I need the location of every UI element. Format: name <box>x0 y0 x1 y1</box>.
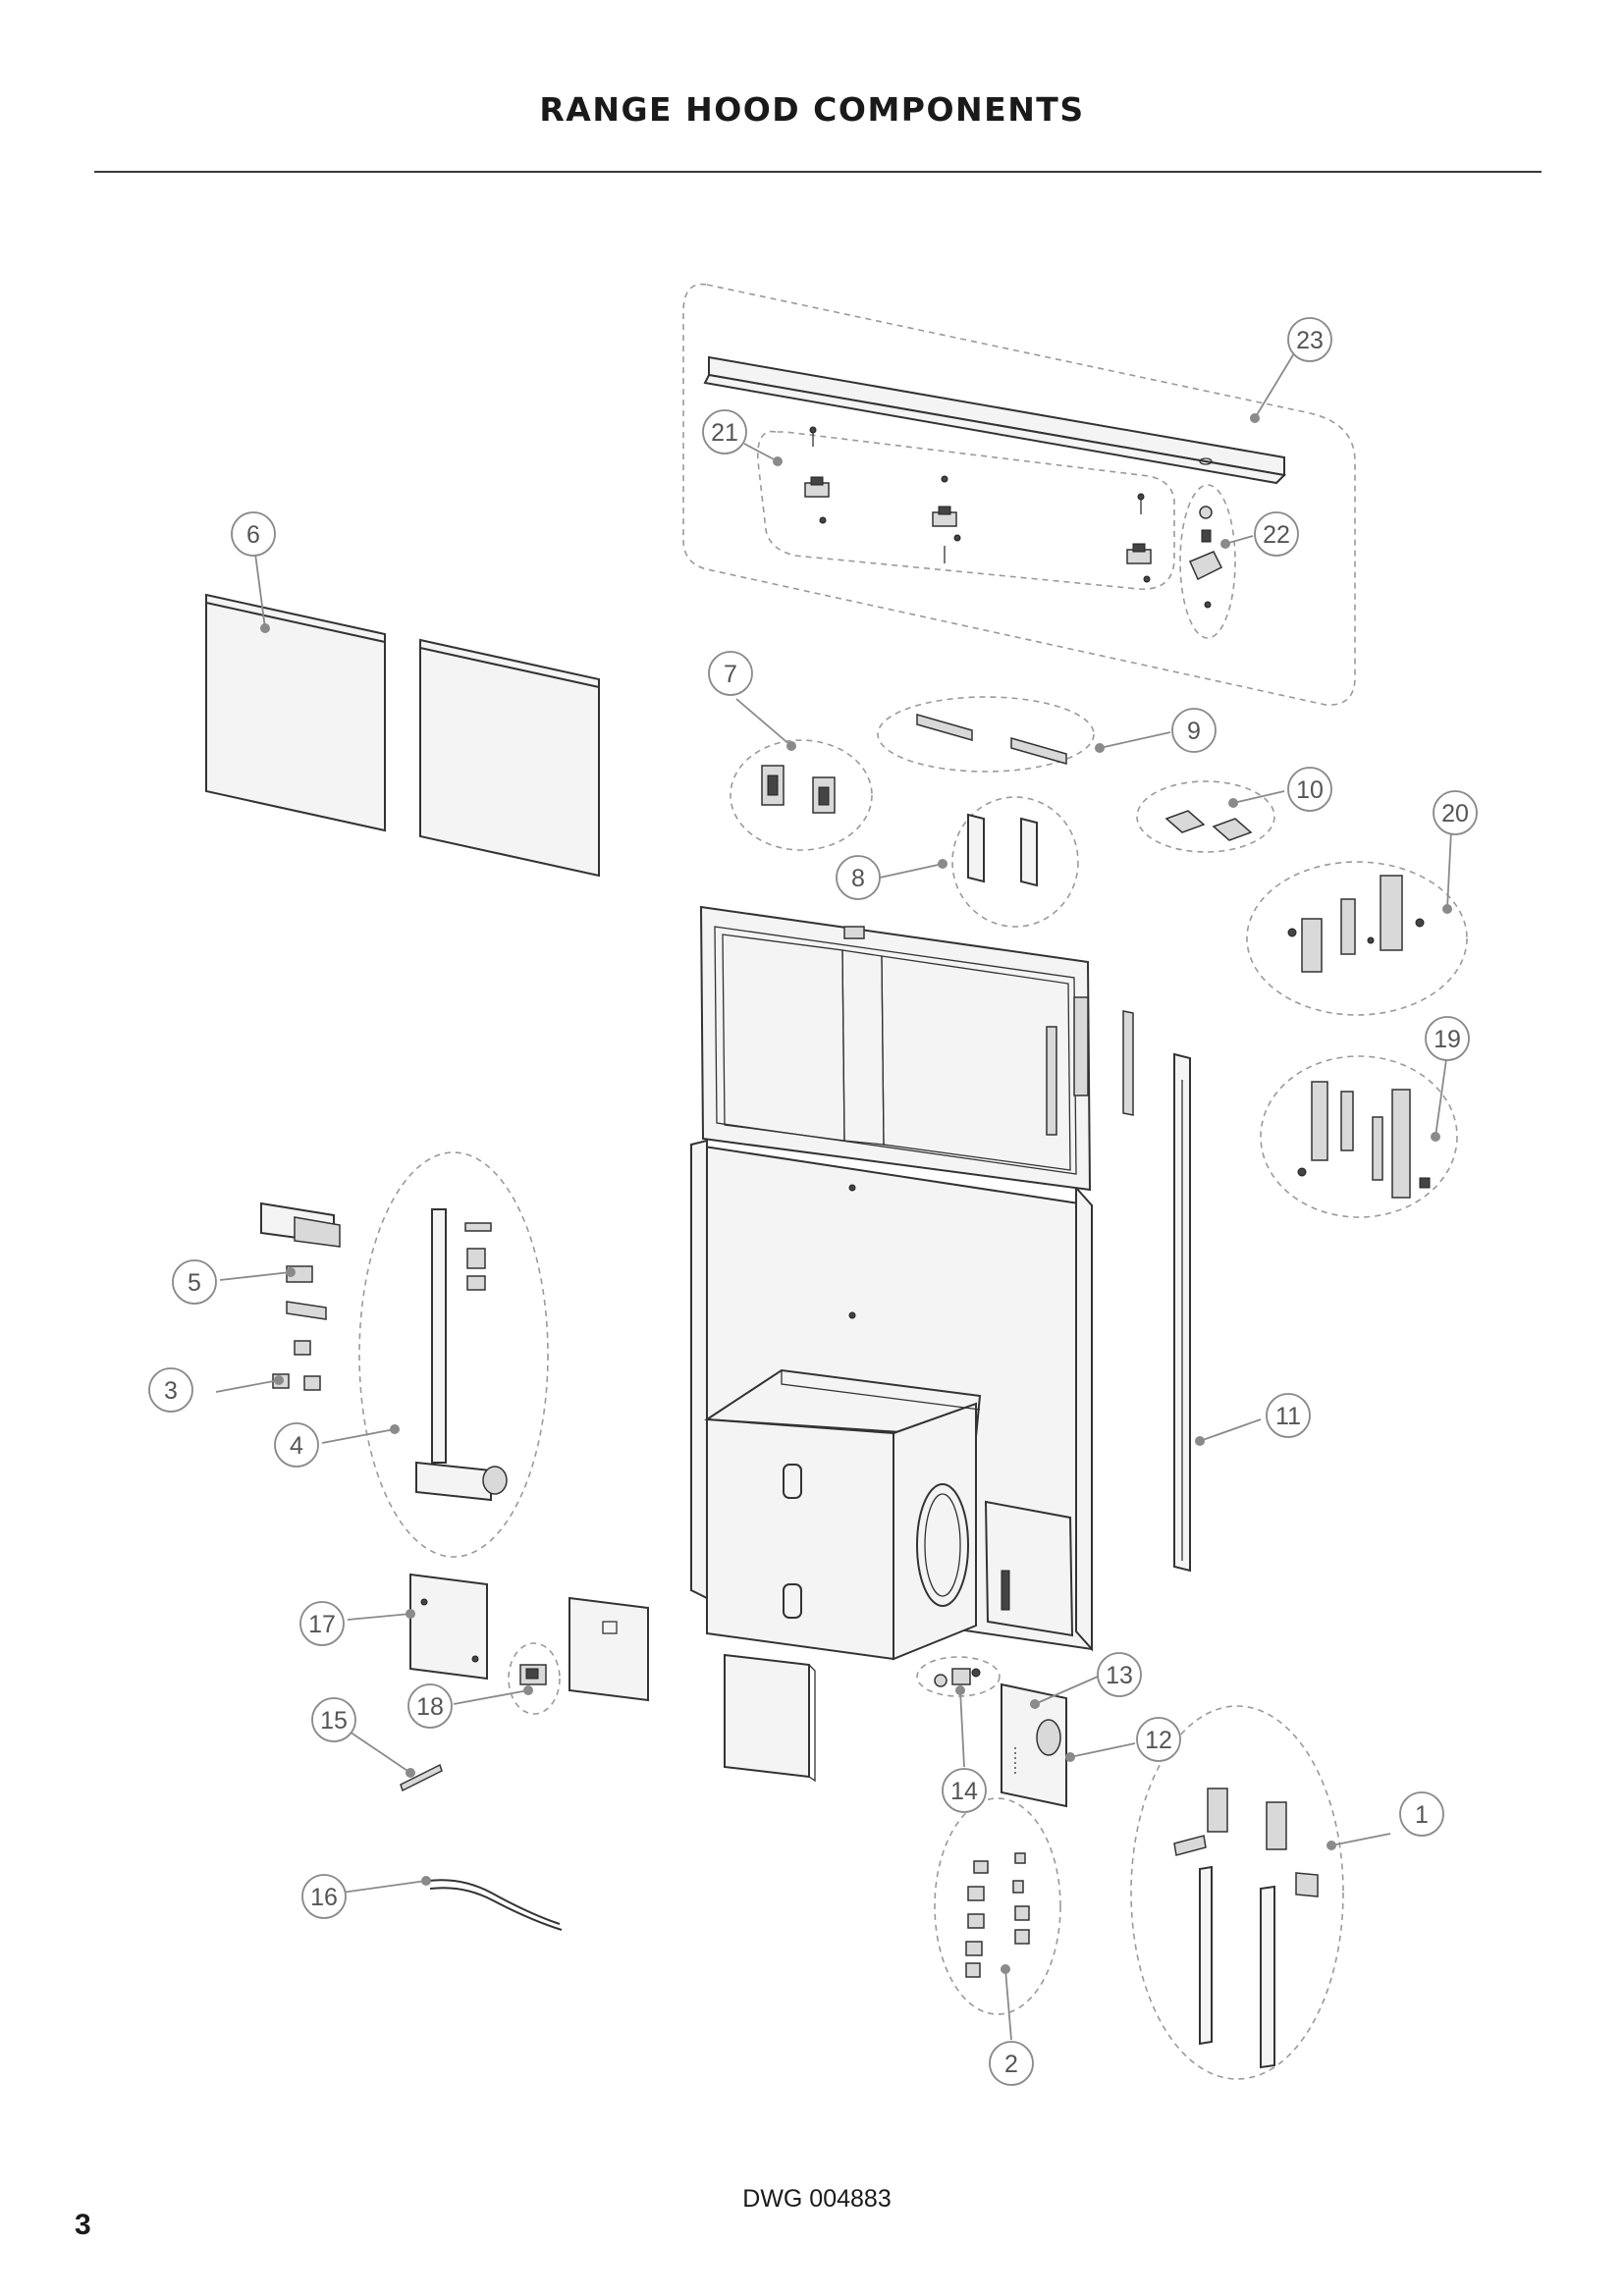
callout-11-label: 11 <box>1275 1403 1301 1430</box>
callout-8: 8 <box>836 855 881 900</box>
part-5-switch-parts <box>260 1201 341 1320</box>
drawing-number: DWG 004883 <box>742 2185 892 2213</box>
part-4-damper-assembly <box>358 1151 549 1558</box>
callout-11: 11 <box>1266 1393 1311 1438</box>
callout-15-label: 15 <box>320 1707 348 1735</box>
page-number: 3 <box>75 2209 91 2241</box>
callout-14: 14 <box>942 1768 987 1813</box>
callout-16: 16 <box>301 1874 347 1919</box>
callout-4-label: 4 <box>290 1432 303 1460</box>
part-21-mounting-clips-kit <box>757 426 1175 590</box>
callout-21-label: 21 <box>711 419 738 447</box>
clip-bracket-left <box>804 426 830 524</box>
part-19-side-bracket-kit <box>1260 1055 1458 1218</box>
part-12-13-light-module <box>1001 1682 1067 1808</box>
callout-18-label: 18 <box>416 1693 444 1721</box>
part-10-pads <box>1136 780 1275 853</box>
callout-1-label: 1 <box>1415 1801 1429 1829</box>
callout-15: 15 <box>311 1697 356 1742</box>
callout-7: 7 <box>708 651 753 696</box>
callout-5-label: 5 <box>188 1269 201 1297</box>
callout-9: 9 <box>1171 708 1217 753</box>
callout-18: 18 <box>407 1683 453 1729</box>
callout-22: 22 <box>1254 511 1299 557</box>
callout-20: 20 <box>1433 790 1478 835</box>
part-11-side-rail <box>1173 1052 1191 1573</box>
callout-22-label: 22 <box>1263 521 1290 549</box>
callout-20-label: 20 <box>1441 800 1469 828</box>
callout-5: 5 <box>172 1259 217 1305</box>
part-15-bracket-strip <box>400 1763 443 1792</box>
callout-9-label: 9 <box>1187 718 1201 745</box>
callout-10: 10 <box>1287 767 1332 812</box>
callout-3-label: 3 <box>164 1377 178 1405</box>
callout-4: 4 <box>274 1422 319 1468</box>
callout-leaders <box>215 352 1452 2041</box>
lower-duct-cover <box>724 1653 816 1783</box>
part-16-cable <box>427 1879 563 1931</box>
callout-10-label: 10 <box>1296 776 1324 804</box>
callout-19-label: 19 <box>1434 1026 1461 1053</box>
callout-16-label: 16 <box>310 1884 338 1911</box>
part-18-connector <box>508 1642 561 1715</box>
callout-2: 2 <box>989 2041 1034 2086</box>
callout-17-label: 17 <box>308 1611 336 1638</box>
callout-1: 1 <box>1399 1791 1444 1837</box>
callout-14-label: 14 <box>950 1778 978 1805</box>
callout-17: 17 <box>299 1601 345 1646</box>
part-8-filter-covers <box>951 796 1079 928</box>
part-2-hardware-kit <box>934 1797 1061 2015</box>
title-divider <box>94 171 1542 173</box>
callout-7-label: 7 <box>724 661 737 688</box>
part-14-light-parts <box>916 1656 1001 1697</box>
part-1-wall-mount-brackets <box>1130 1705 1344 2080</box>
callout-23-label: 23 <box>1296 327 1324 354</box>
part-22-fastener-kit <box>1179 484 1236 639</box>
callout-2-label: 2 <box>1004 2051 1018 2078</box>
callout-12-label: 12 <box>1145 1727 1172 1754</box>
callout-6: 6 <box>231 511 276 557</box>
callout-21: 21 <box>702 409 747 454</box>
callout-8-label: 8 <box>851 865 865 892</box>
callout-6-label: 6 <box>246 521 260 549</box>
part-7-hinge-brackets <box>730 739 873 851</box>
clip-bracket-middle <box>932 475 961 563</box>
callout-23: 23 <box>1287 317 1332 362</box>
top-trim-bar <box>703 355 1287 485</box>
callout-19: 19 <box>1425 1016 1470 1061</box>
part-23-top-trim-kit <box>682 283 1356 706</box>
callout-13: 13 <box>1097 1652 1142 1697</box>
control-board <box>568 1596 649 1702</box>
part-9-rail-brackets <box>877 696 1095 773</box>
part-20-side-bracket-kit <box>1246 861 1468 1016</box>
part-6-glass-panels <box>205 593 600 878</box>
callout-13-label: 13 <box>1106 1662 1133 1689</box>
callout-3: 3 <box>148 1367 193 1413</box>
clip-bracket-right <box>1126 493 1152 583</box>
blower-housing <box>703 1368 1074 1661</box>
page-title: RANGE HOOD COMPONENTS <box>539 90 1085 129</box>
part-17-control-board-cover <box>409 1573 488 1681</box>
callout-12: 12 <box>1136 1717 1181 1762</box>
callout-labels: 1 2 3 4 5 6 7 8 9 10 11 12 13 14 15 16 1… <box>148 317 1478 2086</box>
